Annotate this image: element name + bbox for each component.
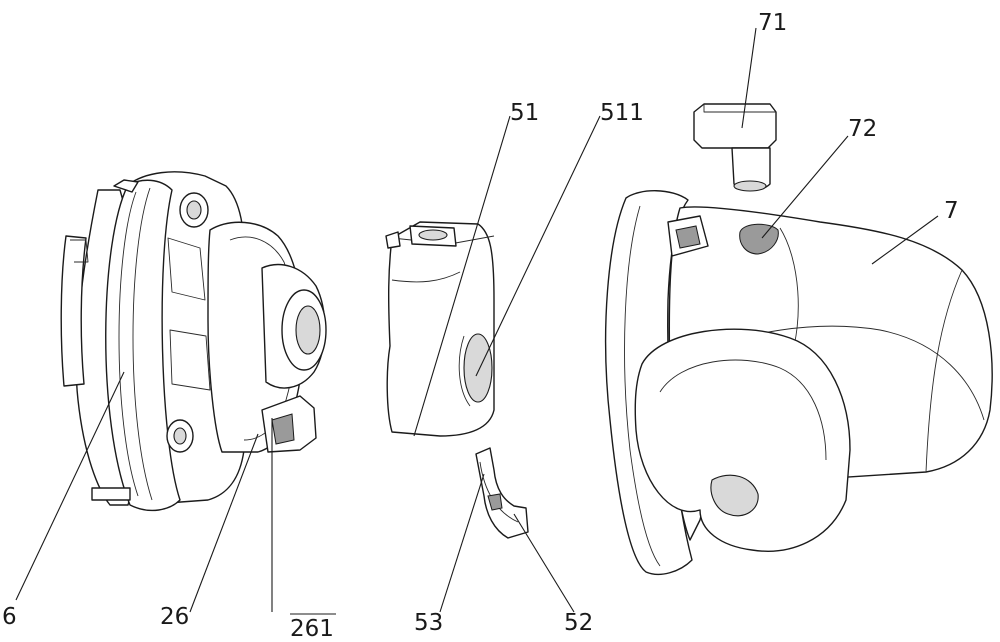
label-511: 511 <box>600 100 644 126</box>
label-26: 26 <box>160 604 189 630</box>
leader-26 <box>190 434 258 612</box>
label-261: 261 <box>290 616 334 642</box>
part-51-cover <box>386 222 494 436</box>
label-72: 72 <box>848 116 877 142</box>
label-6: 6 <box>2 604 17 630</box>
leader-52 <box>514 514 574 612</box>
label-7: 7 <box>944 198 959 224</box>
label-52: 52 <box>564 610 593 636</box>
leader-53 <box>440 474 484 612</box>
label-51: 51 <box>510 100 539 126</box>
part-71-plug <box>694 104 776 191</box>
part-6-base-housing <box>61 172 326 511</box>
part-7-elbow-housing <box>606 191 992 575</box>
label-53: 53 <box>414 610 443 636</box>
leader-511 <box>476 116 600 376</box>
label-71: 71 <box>758 10 787 36</box>
